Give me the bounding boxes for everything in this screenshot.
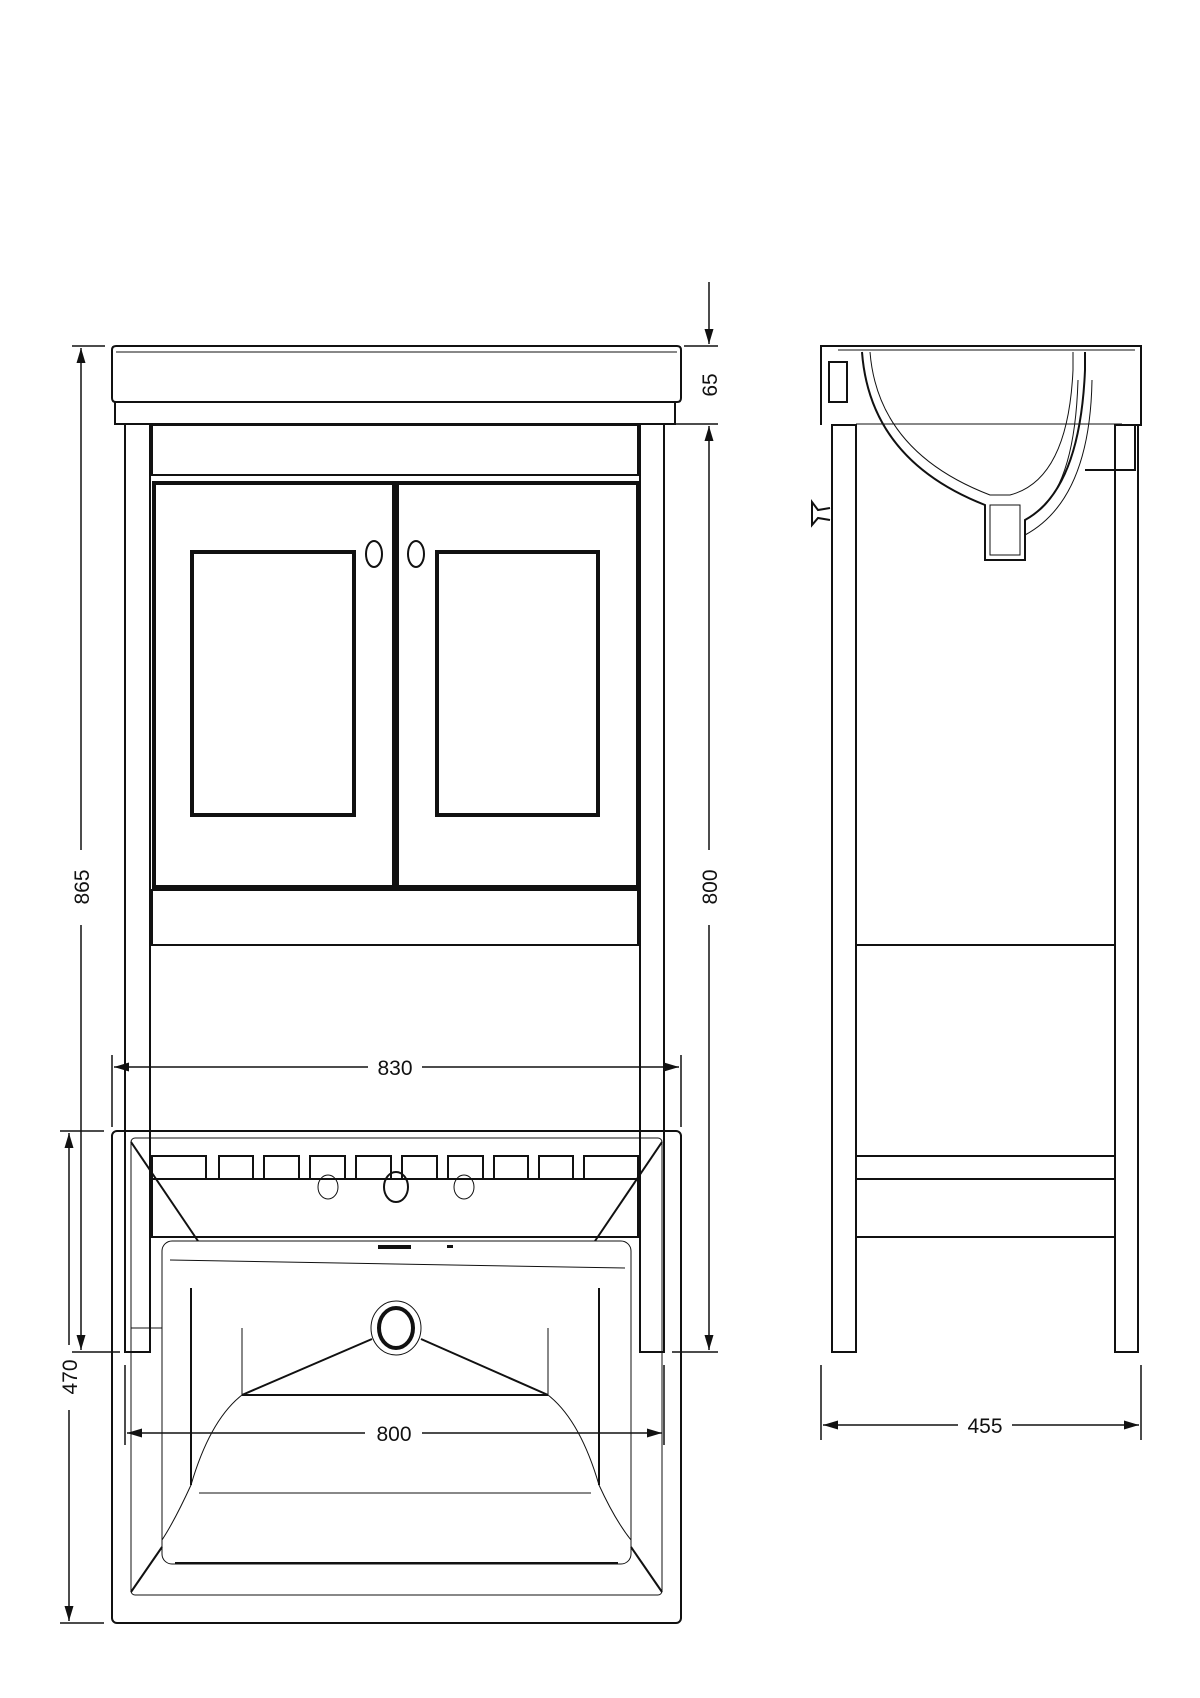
bottom-drawer-rail [151, 889, 639, 946]
dimension-800-height: 800 [672, 455, 722, 1353]
waste-outlet-icon [370, 1300, 422, 1356]
tap-hole-left-icon [317, 1174, 339, 1200]
svg-text:865: 865 [71, 869, 94, 904]
top-rail [151, 424, 639, 476]
right-knob-icon [407, 540, 425, 568]
svg-text:470: 470 [59, 1359, 82, 1394]
svg-text:830: 830 [377, 1057, 412, 1080]
right-door [395, 481, 640, 889]
front-view: 865 65 800 800 [71, 282, 722, 1446]
right-leg [639, 423, 665, 1353]
left-knob-icon [365, 540, 383, 568]
side-lower-rail [855, 1155, 1116, 1180]
svg-text:65: 65 [699, 373, 722, 396]
svg-text:800: 800 [376, 1423, 411, 1446]
left-door [152, 481, 396, 889]
side-knob-icon [811, 499, 831, 528]
dimension-455: 455 [820, 1365, 1142, 1440]
left-door-panel [190, 550, 356, 817]
tap-hole-right-icon [453, 1174, 475, 1200]
dimension-800-width: 800 [124, 1365, 665, 1446]
side-view: 455 [811, 345, 1142, 1440]
basin-outline [111, 1130, 682, 1624]
dimension-830: 830 [111, 1055, 682, 1127]
side-front-leg [831, 424, 857, 1353]
basin-section [820, 345, 1142, 561]
basin-front [111, 345, 682, 425]
left-leg [124, 423, 151, 1353]
basin-bowl [161, 1240, 632, 1565]
side-back-leg [1114, 424, 1139, 1353]
plan-view: 830 470 [59, 1055, 682, 1624]
svg-text:800: 800 [699, 869, 722, 904]
slatted-shelf [151, 1155, 639, 1238]
dimension-470: 470 [59, 1130, 104, 1624]
svg-text:455: 455 [967, 1415, 1002, 1438]
tap-hole-center-icon [383, 1171, 409, 1203]
right-door-panel [435, 550, 600, 817]
dimension-65: 65 [672, 282, 722, 455]
